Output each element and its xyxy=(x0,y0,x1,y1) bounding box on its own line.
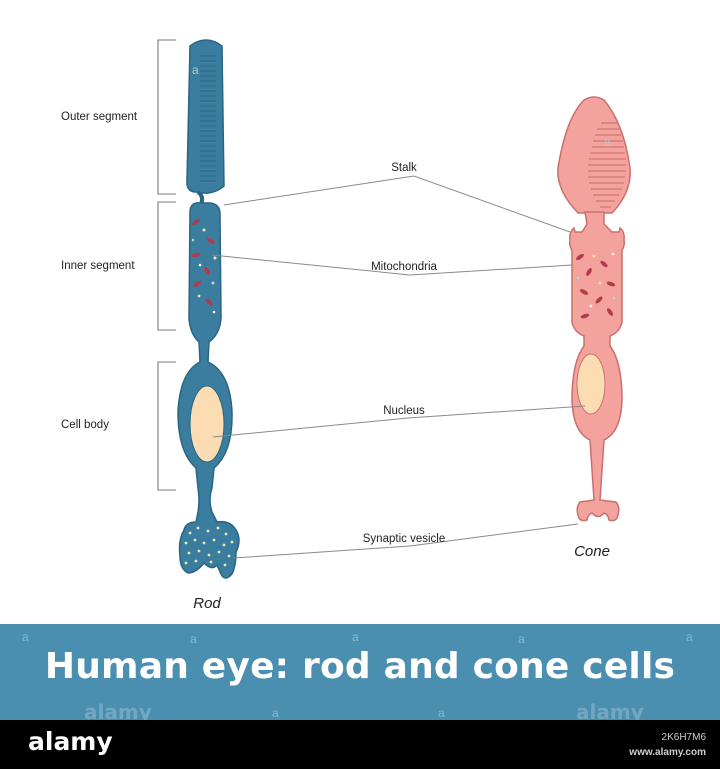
watermark-letter: a xyxy=(22,630,29,644)
watermark-letter: a xyxy=(518,632,525,646)
title-band: a a a a a Human eye: rod and cone cells … xyxy=(0,624,720,720)
watermark-brand: alamy xyxy=(576,700,644,720)
label-cell-body: Cell body xyxy=(61,419,109,431)
label-inner-segment: Inner segment xyxy=(61,260,135,272)
segment-brackets xyxy=(157,39,176,491)
caption-rod: Rod xyxy=(193,595,221,612)
rod-mitochondria xyxy=(191,218,215,306)
cone-inner-dots xyxy=(576,252,616,308)
cone-outer-segment xyxy=(557,96,631,214)
watermark-letter: a xyxy=(190,632,197,646)
rod-synaptic-vesicles xyxy=(184,526,234,567)
rod-inner-dots xyxy=(191,228,217,314)
watermark-brand: alamy xyxy=(84,700,152,720)
label-outer-segment: Outer segment xyxy=(61,111,138,123)
cone-discs xyxy=(588,122,626,208)
watermark-letter: a xyxy=(686,630,693,644)
rod-discs xyxy=(200,55,216,182)
cone-nucleus xyxy=(576,353,606,415)
leader-mitochondria xyxy=(211,254,573,276)
footer-url[interactable]: www.alamy.com xyxy=(629,747,706,758)
leader-nucleus xyxy=(212,405,586,438)
leader-synaptic-vesicle xyxy=(233,523,579,559)
footer-logo[interactable]: alamy xyxy=(28,727,113,756)
rod-outer-segment xyxy=(186,39,225,194)
footer-image-id: 2K6H7M6 xyxy=(661,732,706,743)
leader-lines xyxy=(211,175,586,559)
label-nucleus: Nucleus xyxy=(383,405,425,417)
watermark-letter: a xyxy=(352,630,359,644)
bracket-outer-segment xyxy=(157,39,176,195)
cone-cell xyxy=(557,96,631,522)
bracket-cell-body xyxy=(157,361,176,491)
page-title: Human eye: rod and cone cells xyxy=(44,646,676,687)
footer-bar: alamy 2K6H7M6 www.alamy.com xyxy=(0,720,720,769)
label-synaptic-vesicle: Synaptic vesicle xyxy=(363,533,445,545)
leader-stalk xyxy=(223,175,571,233)
rod-cone-diagram: Outer segment Inner segment Cell body St… xyxy=(61,39,631,612)
cone-mitochondria xyxy=(576,253,616,319)
bracket-inner-segment xyxy=(157,201,176,331)
watermark-letter: a xyxy=(192,63,199,77)
watermark-letter: a xyxy=(272,706,279,720)
caption-cone: Cone xyxy=(574,543,610,560)
label-mitochondria: Mitochondria xyxy=(371,261,437,273)
label-stalk: Stalk xyxy=(391,162,417,174)
watermark-letter: a xyxy=(438,706,445,720)
rod-cell xyxy=(177,39,240,579)
watermark-letter: a xyxy=(604,135,611,149)
rod-nucleus xyxy=(189,385,225,463)
